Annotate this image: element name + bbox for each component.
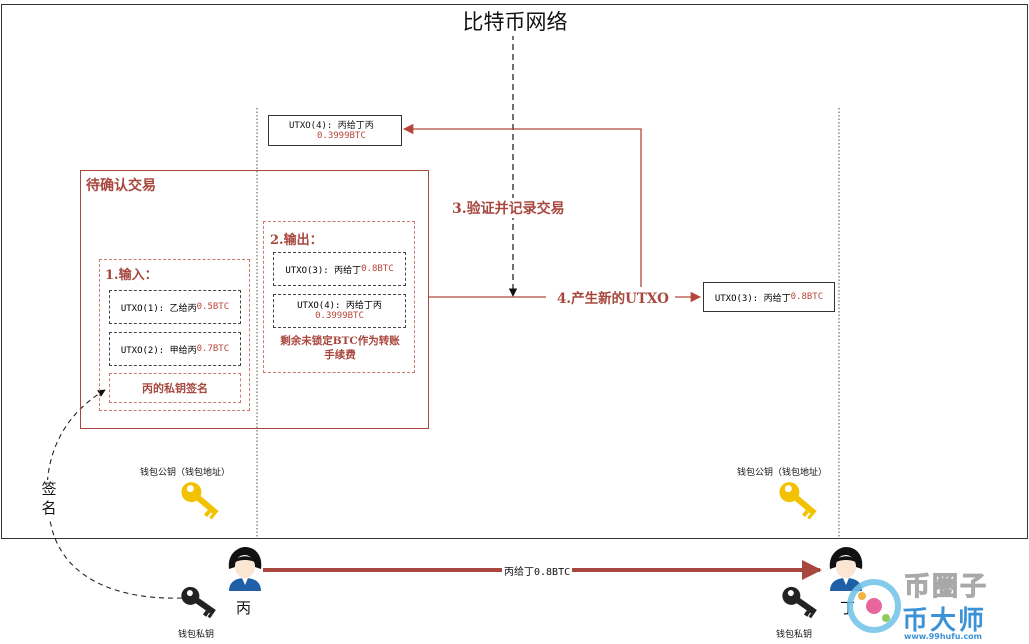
top-utxo-amount: 0.3999BTC	[317, 131, 366, 141]
right-pubkey-label: 钱包公钥（钱包地址）	[737, 468, 828, 478]
left-pubkey-label: 钱包公钥（钱包地址）	[140, 468, 231, 478]
right-privkey-label: 钱包私钥	[776, 630, 813, 640]
input-utxo-2: UTXO(2): 甲给丙 0.7BTC	[109, 332, 241, 366]
pending-title: 待确认交易	[86, 178, 156, 194]
output-utxo-3: UTXO(3): 丙给丁 0.8BTC	[273, 252, 406, 286]
change-utxo-path	[402, 123, 642, 287]
pending-transaction-box	[80, 170, 429, 429]
input-utxo-1: UTXO(1): 乙给丙 0.5BTC	[109, 290, 241, 324]
output-utxo-4-label: UTXO(4): 丙给丁丙	[297, 301, 382, 311]
input-utxo-1-amount: 0.5BTC	[196, 302, 230, 312]
network-title: 比特币网络	[440, 6, 590, 36]
outputs-box	[263, 221, 415, 373]
right-public-key-icon	[779, 482, 817, 520]
output-utxo-3-label: UTXO(3): 丙给丁	[285, 265, 362, 276]
output-utxo-4: UTXO(4): 丙给丁丙 0.3999BTC	[273, 294, 406, 328]
output-utxo-4-amount: 0.3999BTC	[315, 311, 364, 321]
input-utxo-1-label: UTXO(1): 乙给丙	[120, 303, 197, 314]
watermark-logo-icon	[847, 579, 901, 633]
output-utxo-3-amount: 0.8BTC	[361, 264, 394, 274]
left-private-key-icon	[181, 586, 216, 619]
person-bing-label: 丙	[236, 599, 252, 617]
right-utxo-box: UTXO(3): 丙给丁 0.8BTC	[703, 282, 835, 312]
right-private-key-icon	[782, 586, 817, 619]
watermark-url: www.99hufu.com	[904, 632, 983, 641]
outputs-title: 2.输出：	[270, 233, 323, 248]
input-utxo-2-amount: 0.7BTC	[196, 344, 230, 354]
signature-box: 丙的私钥签名	[109, 373, 241, 403]
watermark-name: 币大师	[902, 606, 987, 636]
top-utxo-label: UTXO(4): 丙给丁丙	[289, 121, 374, 131]
transfer-label: 丙给丁0.8BTC	[502, 563, 573, 578]
input-utxo-2-label: UTXO(2): 甲给丙	[120, 345, 197, 356]
person-ding-avatar	[829, 547, 863, 591]
top-utxo-box: UTXO(4): 丙给丁丙 0.3999BTC	[268, 115, 402, 146]
step3-label: 3.验证并记录交易	[450, 198, 567, 218]
right-utxo-amount: 0.8BTC	[790, 292, 824, 302]
right-utxo-label: UTXO(3): 丙给丁	[714, 293, 791, 304]
step4-label: 4.产生新的UTXO	[555, 287, 671, 307]
person-bing-avatar	[228, 547, 262, 591]
fee-note: 剩余未锁定BTC作为转账手续费	[280, 335, 400, 361]
network-frame	[1, 4, 1028, 539]
sign-label: 签名	[40, 480, 58, 518]
inputs-title: 1.输入：	[105, 268, 158, 283]
watermark: 币圈子 币大师 www.99hufu.com	[847, 566, 1028, 644]
signature-label: 丙的私钥签名	[142, 382, 208, 395]
left-privkey-label: 钱包私钥	[178, 630, 215, 640]
left-public-key-icon	[181, 482, 219, 520]
watermark-top: 币圈子	[903, 572, 989, 603]
inputs-box	[99, 259, 250, 411]
